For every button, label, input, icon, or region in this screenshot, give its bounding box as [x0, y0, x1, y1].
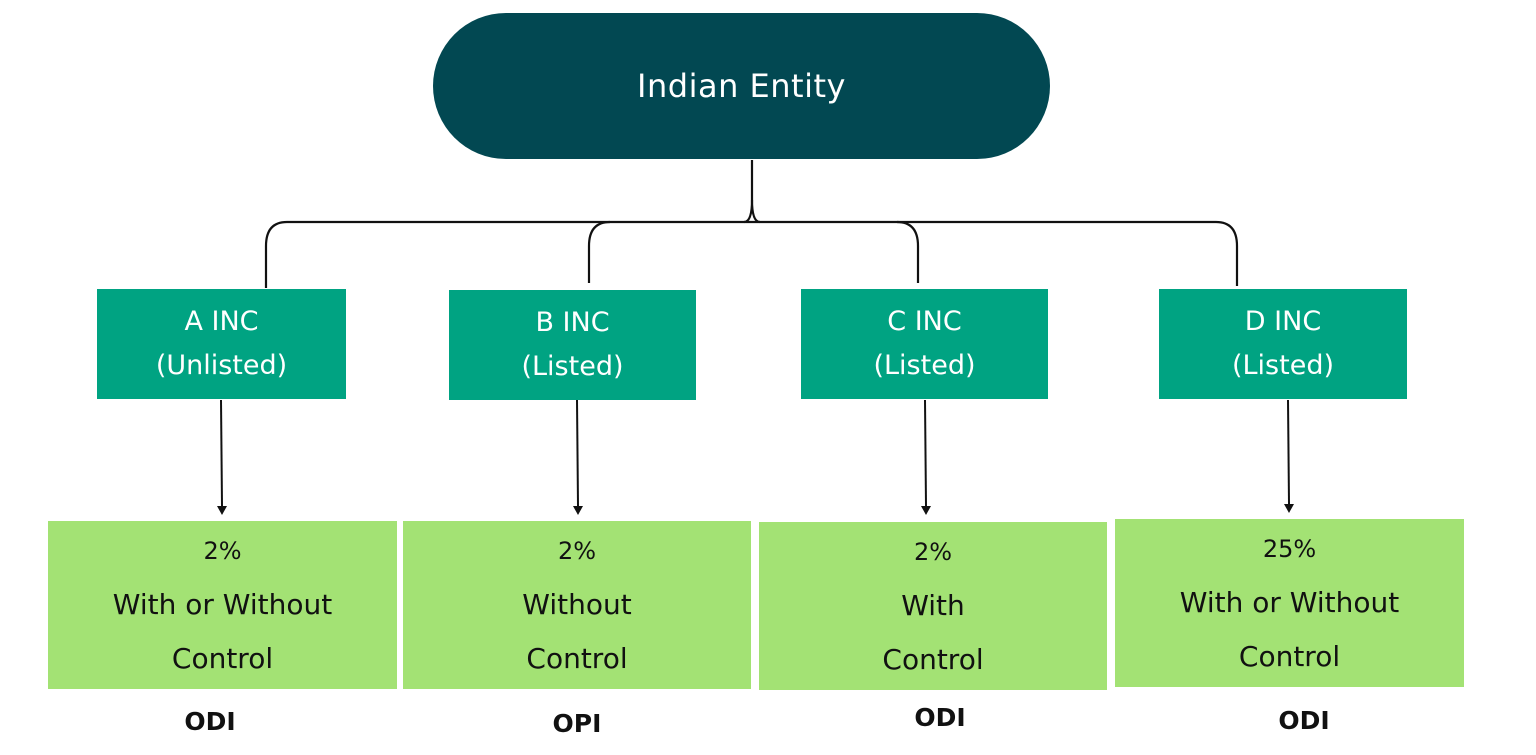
entity-name: A INC — [184, 306, 259, 337]
outcome-box-d: 25% With or Without Control — [1115, 519, 1464, 687]
outcome-line-1: With — [901, 589, 965, 622]
root-stem-left-curl — [743, 199, 754, 224]
root-stem — [750, 160, 761, 224]
branch-a — [264, 220, 288, 288]
outcome-box-a: 2% With or Without Control — [48, 521, 397, 689]
outcome-percent: 2% — [203, 537, 242, 565]
outcome-line-2: Control — [171, 642, 274, 675]
outcome-percent: 2% — [557, 537, 597, 565]
entity-name: D INC — [1244, 306, 1322, 337]
entity-status: (Listed) — [1231, 350, 1334, 381]
branch-d — [1215, 220, 1239, 286]
entity-box-b: B INC (Listed) — [449, 290, 696, 400]
arrow-b — [573, 399, 583, 515]
root-node-indian-entity: Indian Entity — [433, 13, 1050, 159]
root-label: Indian Entity — [637, 67, 846, 105]
entity-box-c: C INC (Listed) — [801, 289, 1048, 399]
outcome-box-b: 2% Without Control — [403, 521, 751, 689]
outcome-percent: 2% — [913, 538, 953, 566]
outcome-line-2: Control — [882, 643, 984, 676]
outcome-line-2: Control — [526, 642, 628, 675]
entity-status: (Unlisted) — [155, 350, 288, 381]
route-label-b: OPI — [552, 709, 602, 738]
entity-name: B INC — [535, 307, 610, 338]
route-label-a: ODI — [184, 707, 236, 736]
outcome-percent: 25% — [1262, 535, 1317, 563]
arrow-c — [921, 399, 931, 515]
branch-c — [896, 220, 920, 283]
outcome-line-2: Control — [1238, 640, 1341, 673]
arrow-a — [217, 399, 227, 515]
outcome-box-c: 2% With Control — [759, 522, 1107, 690]
outcome-line-1: With or Without — [1179, 586, 1400, 619]
branch-b — [587, 220, 611, 283]
entity-name: C INC — [887, 306, 962, 337]
outcome-line-1: Without — [522, 588, 632, 621]
entity-status: (Listed) — [873, 350, 976, 381]
route-label-d: ODI — [1278, 706, 1330, 735]
outcome-line-1: With or Without — [112, 588, 333, 621]
entity-box-d: D INC (Listed) — [1159, 289, 1407, 399]
entity-status: (Listed) — [521, 351, 624, 382]
entity-box-a: A INC (Unlisted) — [97, 289, 346, 399]
arrow-d — [1284, 399, 1294, 513]
route-label-c: ODI — [914, 703, 966, 732]
